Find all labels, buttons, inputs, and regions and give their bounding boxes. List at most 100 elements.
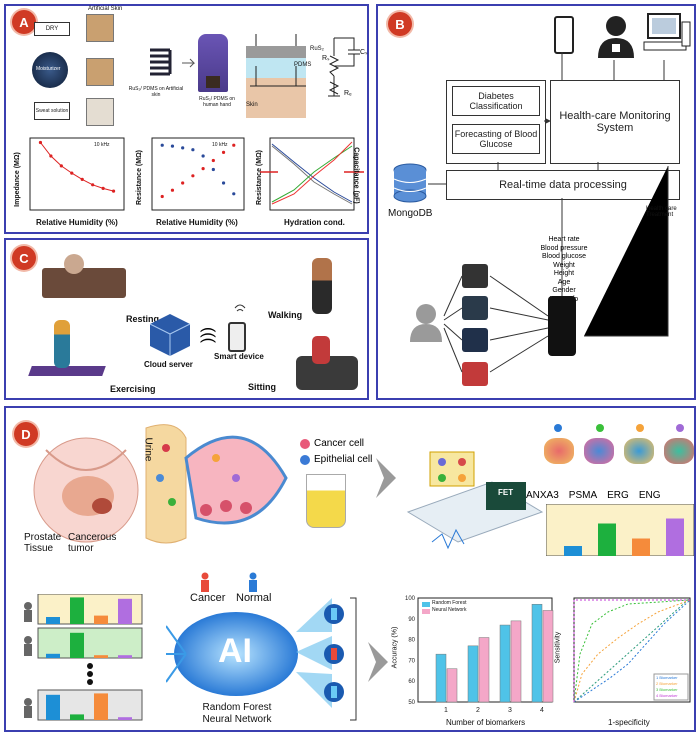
b-connectors <box>428 52 669 337</box>
epithelial-cell-icon <box>300 454 310 465</box>
panel-b-badge: B <box>388 12 412 36</box>
urine-label: Urine <box>142 437 154 462</box>
data-point <box>221 181 226 185</box>
cancer-person-icon <box>201 572 209 592</box>
person-exercising <box>54 320 70 368</box>
data-point <box>70 171 74 175</box>
panel-d: D Prostate Tissue Cancerous tumor Urine … <box>4 406 696 732</box>
person-walking <box>312 258 332 314</box>
circuit-rus2: RuS₂ <box>310 46 325 52</box>
wifi-icon: ))) <box>198 327 216 343</box>
accuracy-bar <box>467 645 479 703</box>
erg-dot <box>636 424 644 432</box>
data-point <box>101 186 105 190</box>
arrow-right-icon-2 <box>368 642 388 682</box>
roc-legend: 1 Biomarker 2 Biomarker 3 Biomarker 4 Bi… <box>656 675 678 699</box>
data-point <box>201 154 205 158</box>
hand-label: RuS₂/ PDMS on human hand <box>199 96 235 108</box>
x-tick-label: 2 <box>476 707 480 714</box>
data-point <box>80 177 84 181</box>
moisturizer-jar <box>32 52 68 88</box>
profile-bar <box>94 615 108 624</box>
circuit-cs: Cₛ <box>360 49 368 56</box>
profile-bar <box>70 632 84 658</box>
realtime-processing: Real-time data processing <box>446 170 680 200</box>
panel-c: C Resting Walking Exercising Cloud serve… <box>4 238 369 400</box>
patient-profiles <box>24 594 143 721</box>
biomarker-label: ERG <box>607 490 629 501</box>
profile-bar <box>118 717 132 720</box>
tissue-illustration <box>145 424 288 544</box>
main-smartphone-icon <box>548 296 576 356</box>
data-item: Heart rate <box>548 236 580 243</box>
biomarker-signal-chart <box>546 504 694 556</box>
accuracy-bar <box>542 610 554 703</box>
data-item: Weight <box>553 261 575 269</box>
urine-sample-tube <box>306 474 346 528</box>
wave-icon <box>234 304 246 312</box>
data-point <box>160 143 164 147</box>
panel-c-badge: C <box>12 246 36 270</box>
accuracy-bar <box>531 603 543 703</box>
arrow-icon <box>182 58 196 68</box>
biomarker-labels: ANXA3 PSMA ERG ENG <box>526 490 660 501</box>
database-icon <box>393 163 427 203</box>
data-items: Heart rate Blood pressure Blood glucose … <box>536 236 592 304</box>
user-icon <box>410 304 442 342</box>
person-sitting <box>312 336 330 364</box>
data-point <box>232 143 236 147</box>
y-tick-label: 70 <box>408 658 415 664</box>
data-point <box>232 192 236 196</box>
exercising-label: Exercising <box>110 384 156 394</box>
biosensor-chip <box>406 451 544 550</box>
mongodb-label: MongoDB <box>388 208 433 219</box>
accuracy-xlabel: Number of biomarkers <box>446 718 526 727</box>
cloud-server-label: Cloud server <box>144 360 193 369</box>
signal-bar <box>632 538 650 556</box>
nn-legend-swatch <box>422 609 430 614</box>
phone-photo <box>462 328 488 352</box>
data-point <box>160 194 164 199</box>
cancer-cell-label: Cancer cell <box>314 438 365 449</box>
data-item: Gender <box>552 287 576 294</box>
accuracy-bar <box>510 620 522 703</box>
data-point <box>191 148 195 152</box>
signal-bar <box>666 518 684 556</box>
profile-bar <box>46 694 60 720</box>
accuracy-bar <box>435 653 447 703</box>
anxa3-dot <box>554 424 562 432</box>
roc-xlabel: 1-specificity <box>608 718 650 727</box>
roc-ylabel: Sensitivity <box>554 631 562 664</box>
profile-bar <box>70 597 84 624</box>
wearable-photo <box>462 296 488 320</box>
classification-beams <box>296 597 357 721</box>
bed-illustration <box>42 268 126 298</box>
psma-structure <box>584 438 614 464</box>
cancer-label: Cancer <box>190 592 226 604</box>
y-tick-label: 90 <box>408 617 415 623</box>
data-point <box>38 140 43 145</box>
model-label: Random Forest Neural Network <box>202 702 272 725</box>
data-point <box>59 164 63 168</box>
yoga-mat <box>28 366 106 376</box>
data-point <box>181 181 185 185</box>
data-item: Age <box>557 278 571 286</box>
data-item: Blood glucose <box>542 253 586 260</box>
biomarker-label: ANXA3 <box>526 490 559 501</box>
rf-legend-swatch <box>422 602 430 607</box>
normal-label: Normal <box>236 592 272 604</box>
accuracy-ylabel: Accuracy (%) <box>391 626 399 669</box>
walking-label: Walking <box>268 310 303 320</box>
healthcare-monitoring: Health-care Monitoring System <box>550 80 680 164</box>
data-point <box>111 189 116 193</box>
computer-icon <box>643 13 691 51</box>
rf-legend-label: Random Forest <box>432 600 467 606</box>
impedance-chart <box>29 137 125 211</box>
data-point <box>191 174 195 178</box>
shoes-photo <box>462 362 488 386</box>
circuit-pdms: PDMS <box>294 62 312 68</box>
panel-b: B Diabetes Classification Forecasting of… <box>376 4 696 400</box>
hydration-chart <box>260 137 364 211</box>
sweat-sample-photo <box>86 98 114 126</box>
